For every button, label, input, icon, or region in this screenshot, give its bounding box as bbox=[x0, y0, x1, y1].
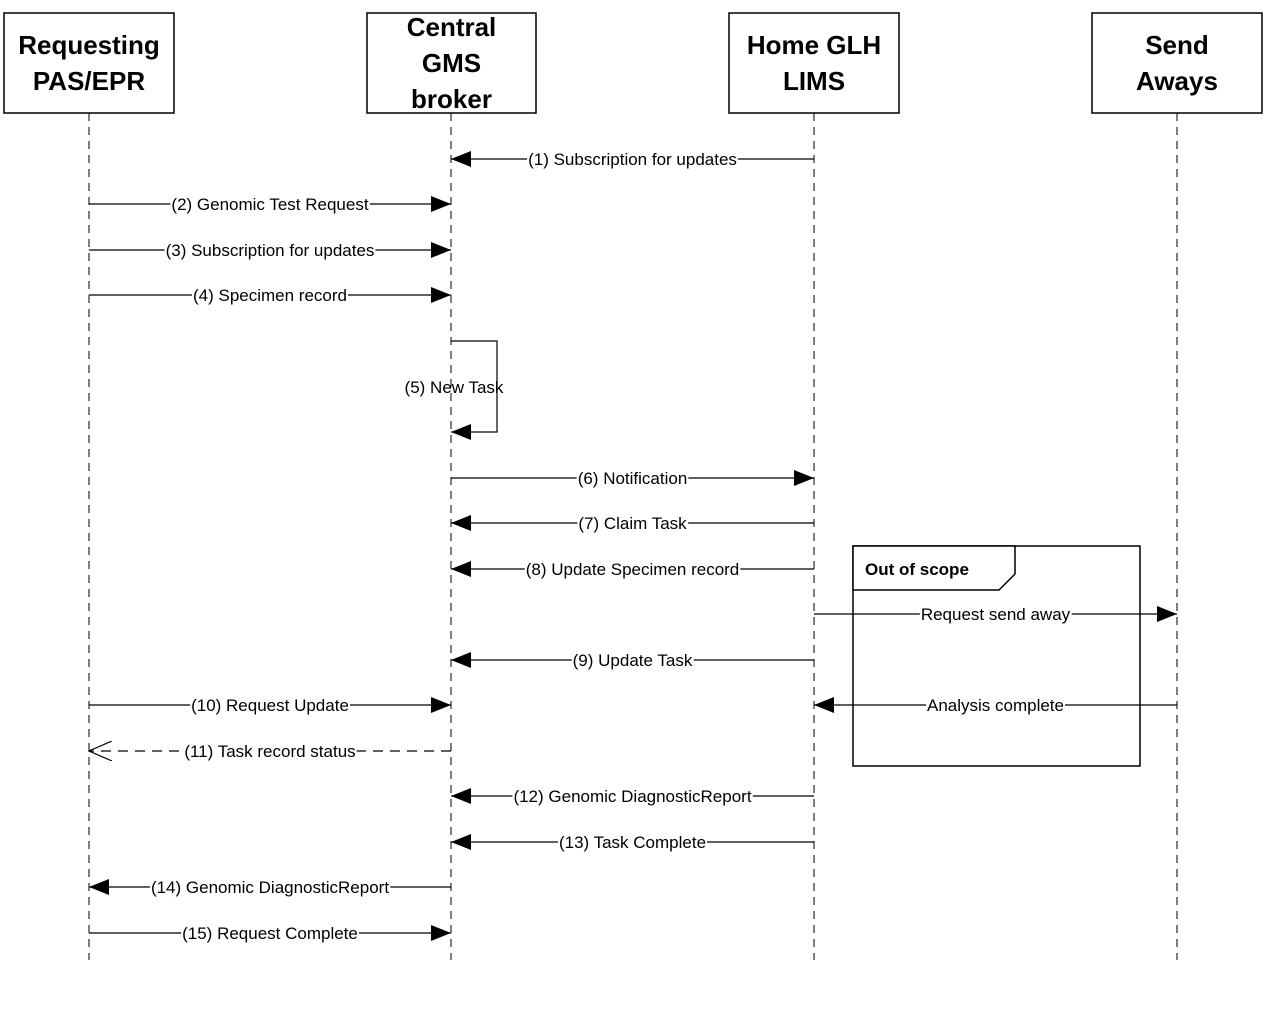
actor-label: Central bbox=[407, 12, 497, 42]
actor-label: PAS/EPR bbox=[33, 66, 145, 96]
actor-label: Home GLH bbox=[747, 30, 881, 60]
message-label: (13) Task Complete bbox=[559, 833, 706, 852]
message-label-bg bbox=[183, 748, 357, 754]
message-label: Request send away bbox=[921, 605, 1071, 624]
message-label: (9) Update Task bbox=[573, 651, 693, 670]
message-label: (1) Subscription for updates bbox=[528, 150, 737, 169]
message-label-bg bbox=[925, 702, 1066, 708]
message-label: (14) Genomic DiagnosticReport bbox=[151, 878, 389, 897]
messages: (1) Subscription for updates (2) Genomic … bbox=[89, 150, 1177, 943]
message-label-bg bbox=[576, 475, 689, 481]
message-3: (3) Subscription for updates bbox=[89, 241, 451, 260]
actor-label: GMS bbox=[422, 48, 481, 78]
message-label-bg bbox=[919, 611, 1072, 617]
message-label-bg bbox=[571, 657, 694, 663]
message-10: (9) Update Task bbox=[451, 651, 814, 670]
message-label-bg bbox=[164, 247, 376, 253]
message-6: (6) Notification bbox=[451, 469, 814, 488]
message-14: (12) Genomic DiagnosticReport bbox=[451, 787, 814, 806]
actor-label: broker bbox=[411, 84, 492, 114]
message-line bbox=[451, 340, 498, 440]
lifelines bbox=[88, 113, 1178, 960]
message-label: (3) Subscription for updates bbox=[166, 241, 375, 260]
actor-label: LIMS bbox=[783, 66, 845, 96]
actor-lims: Home GLH LIMS bbox=[728, 12, 900, 114]
message-9: Request send away bbox=[814, 605, 1177, 624]
message-label: Analysis complete bbox=[927, 696, 1064, 715]
message-label-bg bbox=[191, 292, 349, 298]
message-5: (5) New Task bbox=[405, 340, 504, 440]
message-label: (4) Specimen record bbox=[193, 286, 347, 305]
actor-label: Requesting bbox=[18, 30, 160, 60]
actor-box bbox=[1091, 12, 1263, 114]
frame-tab bbox=[852, 545, 1016, 591]
message-12: Analysis complete bbox=[814, 696, 1177, 715]
message-label: (11) Task record status bbox=[184, 742, 355, 761]
message-2: (2) Genomic Test Request bbox=[89, 195, 451, 214]
message-label: (10) Request Update bbox=[191, 696, 349, 715]
message-11: (10) Request Update bbox=[89, 696, 451, 715]
message-4: (4) Specimen record bbox=[89, 286, 451, 305]
actor-box bbox=[728, 12, 900, 114]
message-label: (8) Update Specimen record bbox=[526, 560, 740, 579]
message-16: (14) Genomic DiagnosticReport bbox=[89, 878, 451, 897]
message-8: (8) Update Specimen record bbox=[451, 560, 814, 579]
message-label-bg bbox=[149, 884, 391, 890]
message-1: (1) Subscription for updates bbox=[451, 150, 814, 169]
message-label: (12) Genomic DiagnosticReport bbox=[513, 787, 751, 806]
message-label-bg bbox=[181, 930, 359, 936]
out-of-scope-frame: Out of scope bbox=[852, 545, 1141, 767]
message-17: (15) Request Complete bbox=[89, 924, 451, 943]
message-label: (6) Notification bbox=[578, 469, 688, 488]
message-label: (5) New Task bbox=[405, 378, 504, 397]
message-15: (13) Task Complete bbox=[451, 833, 814, 852]
message-13: (11) Task record status bbox=[89, 742, 451, 761]
frame-label: Out of scope bbox=[865, 560, 969, 579]
message-label: (2) Genomic Test Request bbox=[171, 195, 368, 214]
actor-box bbox=[366, 12, 537, 114]
message-label-bg bbox=[190, 702, 350, 708]
message-label-bg bbox=[577, 520, 689, 526]
message-label: (15) Request Complete bbox=[182, 924, 358, 943]
actor-label: Send bbox=[1145, 30, 1209, 60]
message-label-bg bbox=[512, 793, 753, 799]
message-label-bg bbox=[527, 156, 738, 162]
message-label-bg bbox=[557, 839, 708, 845]
message-label-bg bbox=[170, 201, 370, 207]
message-label: (7) Claim Task bbox=[578, 514, 687, 533]
frames: Out of scope bbox=[852, 545, 1141, 767]
actor-box bbox=[3, 12, 175, 114]
actor-label: Aways bbox=[1136, 66, 1218, 96]
message-label-bg bbox=[524, 566, 741, 572]
message-7: (7) Claim Task bbox=[451, 514, 814, 533]
